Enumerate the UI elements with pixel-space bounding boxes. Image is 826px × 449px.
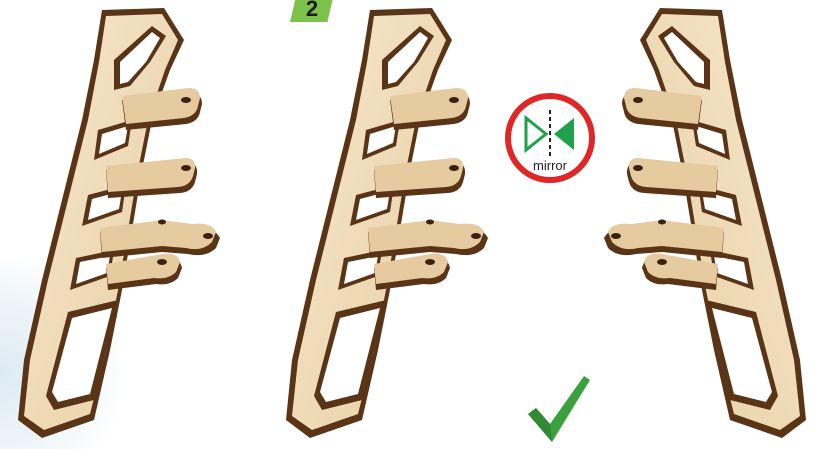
wood-part-original (2, 0, 242, 449)
wood-part-copy (270, 0, 510, 449)
wood-part-mirrored (596, 0, 826, 449)
step-number-badge: 2 (290, 0, 334, 22)
mirror-icon: mirror (504, 92, 596, 184)
mirror-icon-label: mirror (533, 158, 568, 173)
checkmark-icon (524, 372, 592, 444)
